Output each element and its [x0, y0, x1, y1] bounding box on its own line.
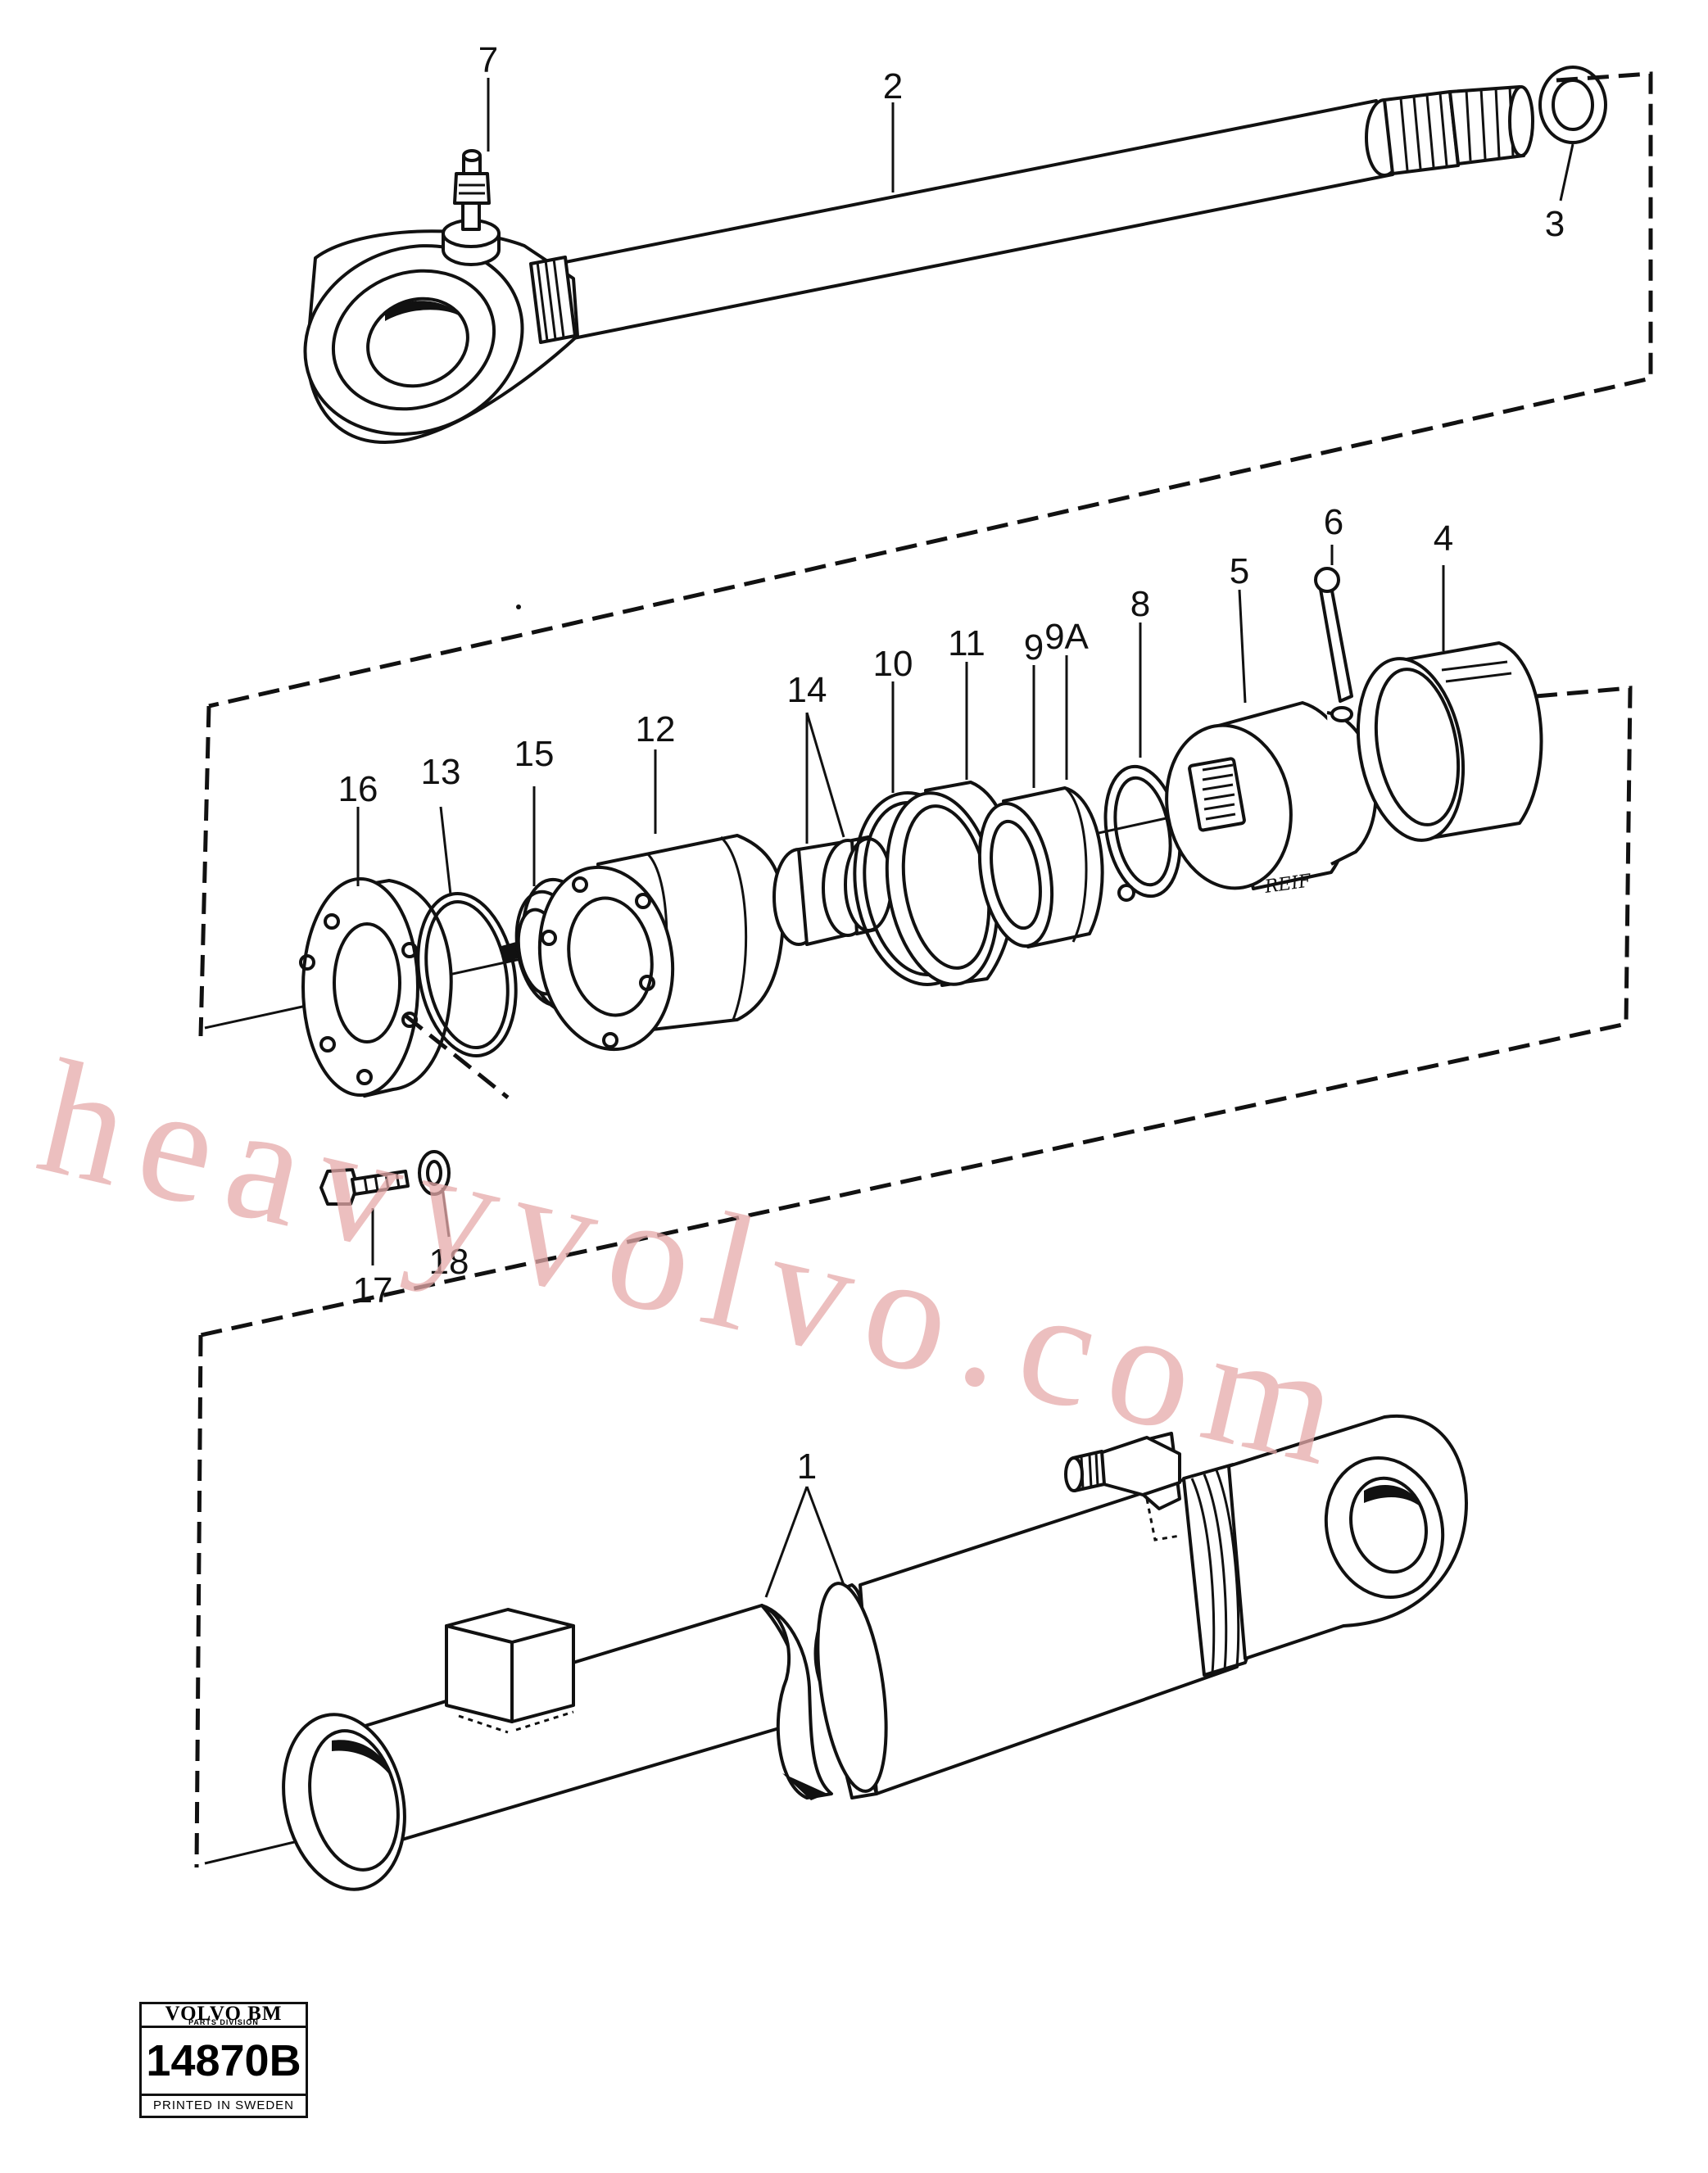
- logo-division: PARTS DIVISION: [188, 2018, 259, 2026]
- cylinder-tube-assembly: [194, 1334, 1468, 1891]
- logo-brand-text: VOLVO BM: [165, 2003, 283, 2025]
- snap-ring-part-13: [416, 892, 518, 1057]
- piston-rod-assembly: [208, 66, 1653, 708]
- callout-17: 17: [353, 1270, 393, 1311]
- callout-10: 10: [873, 644, 913, 684]
- end-ring-part-4: [1356, 641, 1543, 842]
- printed-in-text: PRINTED IN SWEDEN: [152, 2098, 294, 2112]
- callout-9a: 9A: [1044, 617, 1089, 657]
- callout-13: 13: [421, 752, 461, 792]
- cotter-pin-part-6: [1314, 567, 1353, 703]
- callout-12: 12: [636, 709, 676, 749]
- watermark-text: heavyvolvo.com: [25, 1026, 1370, 1504]
- callout-16: 16: [338, 769, 378, 809]
- callout-15: 15: [514, 734, 555, 774]
- piston-nut-part-5: [1165, 701, 1378, 890]
- callout-14: 14: [787, 670, 827, 710]
- callout-labels: 1 2 3 4 5 6 7 8 9 9A 10 11 12 13 14 15 1…: [338, 40, 1565, 1487]
- callout-5: 5: [1230, 551, 1249, 591]
- grease-nipple-part-7: [453, 149, 491, 231]
- piston-head-assembly: REIF: [198, 545, 1633, 1338]
- cylinder-head-part-12: [537, 834, 786, 1052]
- washer-part-3: [1538, 66, 1607, 144]
- stray-mark: [516, 604, 521, 609]
- screw-washer-group: [319, 1150, 451, 1265]
- rod-thread: [1383, 85, 1534, 175]
- callout-2: 2: [883, 66, 903, 106]
- piston-part-9: [977, 786, 1104, 948]
- volvo-bm-logo-box: VOLVO BM PARTS DIVISION 14870B PRINTED I…: [139, 2002, 308, 2118]
- callout-8: 8: [1130, 584, 1150, 624]
- logo-brand: VOLVO BM PARTS DIVISION: [142, 2003, 306, 2028]
- rod-eye: [303, 219, 579, 444]
- guide-ring-part-14: [772, 835, 893, 946]
- callout-1: 1: [797, 1446, 817, 1487]
- callout-6: 6: [1324, 502, 1343, 542]
- callout-11: 11: [948, 623, 985, 663]
- callout-9: 9: [1024, 627, 1044, 668]
- callout-18: 18: [429, 1242, 469, 1282]
- callout-7: 7: [478, 40, 498, 80]
- callout-4: 4: [1434, 518, 1453, 559]
- drawing-number: 14870B: [142, 2028, 306, 2096]
- elbow-fitting: [1064, 1432, 1181, 1541]
- callout-3: 3: [1545, 204, 1565, 244]
